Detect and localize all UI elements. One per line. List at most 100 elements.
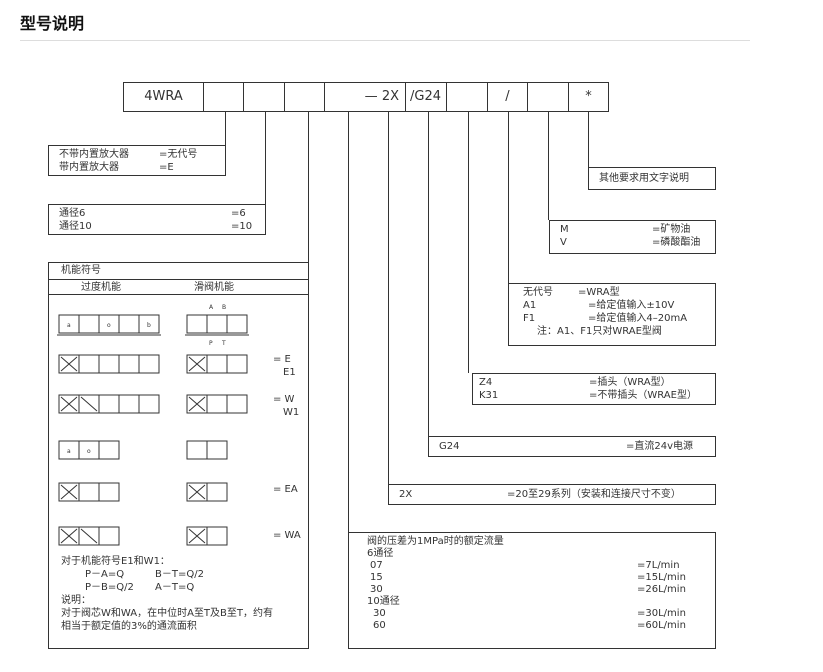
code-cell bbox=[243, 82, 285, 112]
option-value: =WRA型 bbox=[578, 287, 620, 298]
leader-line bbox=[225, 112, 226, 145]
port-label: a bbox=[67, 322, 71, 329]
option-value: =7L/min bbox=[637, 560, 680, 571]
leader-line bbox=[348, 112, 349, 532]
note-line: P－B=Q/2 bbox=[85, 582, 134, 593]
port-label: b bbox=[147, 322, 151, 329]
option-label: F1 bbox=[523, 313, 536, 324]
note-line: 对于机能符号E1和W1： bbox=[61, 556, 170, 567]
transition-symbol bbox=[57, 314, 161, 336]
code-e: = E bbox=[273, 354, 291, 365]
port-label: o bbox=[87, 448, 91, 455]
leader-line bbox=[508, 112, 509, 283]
valve-symbols: a o b A B P T a o bbox=[57, 304, 249, 546]
code-cell bbox=[527, 82, 569, 112]
option-label: G24 bbox=[439, 441, 460, 452]
option-value: =26L/min bbox=[637, 584, 686, 595]
code-2x: — 2X bbox=[364, 82, 406, 112]
option-label: M bbox=[560, 224, 569, 235]
other-box: 其他要求用文字说明 bbox=[588, 167, 716, 190]
option-value: =给定值输入4–20mA bbox=[588, 313, 688, 324]
option-label: 07 bbox=[370, 560, 383, 571]
option-value: =30L/min bbox=[637, 608, 686, 619]
functions-columns: 过度机能 滑阀机能 bbox=[49, 280, 308, 295]
leader-line bbox=[468, 112, 469, 373]
port-label: a bbox=[67, 448, 71, 455]
symbol-wa bbox=[58, 526, 228, 546]
option-value: =10 bbox=[231, 221, 253, 232]
code-2x-text: 2X bbox=[381, 89, 399, 104]
input-box: 无代号 =WRA型 A1 =给定值输入±10V F1 =给定值输入4–20mA 注：A… bbox=[508, 283, 716, 346]
series-box: 2X =20至29系列（安装和连接尺寸不变） bbox=[388, 484, 716, 505]
note-line: 说明： bbox=[61, 595, 91, 606]
function-symbols-box: 机能符号 过度机能 滑阀机能 a o b A B P T a o = E E1 … bbox=[48, 262, 309, 649]
power-box: G24 =直流24v电源 bbox=[428, 436, 716, 457]
code-series: 4WRA bbox=[123, 82, 204, 112]
option-value: =E bbox=[159, 162, 174, 173]
leader-line bbox=[548, 112, 549, 220]
code-e1: E1 bbox=[283, 367, 296, 378]
code-ea: = EA bbox=[273, 484, 298, 495]
symbol-e bbox=[58, 354, 248, 374]
option-value: =直流24v电源 bbox=[625, 441, 693, 452]
leader-line bbox=[265, 112, 266, 204]
code-g24-text: G24 bbox=[414, 89, 441, 104]
note-line: B－T=Q/2 bbox=[155, 569, 204, 580]
port-label: B bbox=[222, 304, 226, 311]
option-label: A1 bbox=[523, 300, 537, 311]
option-value: =20至29系列（安装和连接尺寸不变） bbox=[507, 489, 681, 500]
option-value: =给定值输入±10V bbox=[588, 300, 675, 311]
code-cell bbox=[284, 82, 325, 112]
leader-line bbox=[308, 112, 309, 262]
option-label: K31 bbox=[479, 390, 499, 401]
note-line: P－A=Q bbox=[85, 569, 125, 580]
leader-line bbox=[388, 112, 389, 484]
port-label: A bbox=[209, 304, 214, 311]
leader-line bbox=[428, 112, 429, 436]
option-label: 无代号 bbox=[523, 287, 553, 298]
page-title: 型号说明 bbox=[20, 14, 85, 33]
function-notes: 对于机能符号E1和W1： P－A=Q B－T=Q/2 P－B=Q/2 A－T=Q 说… bbox=[61, 555, 306, 633]
spool-symbol bbox=[185, 314, 249, 336]
amplifier-box: 不带内置放大器=无代号 带内置放大器=E bbox=[48, 145, 226, 176]
option-value: =15L/min bbox=[637, 572, 686, 583]
flow-group: 10通径 bbox=[367, 596, 400, 607]
option-label: 60 bbox=[373, 620, 386, 631]
code-cell bbox=[324, 82, 365, 112]
input-note: 注：A1、F1只对WRAE型阀 bbox=[537, 326, 662, 337]
flow-title: 阀的压差为1MPa时的额定流量 bbox=[367, 536, 504, 547]
option-label: Z4 bbox=[479, 377, 493, 388]
code-other: * bbox=[568, 82, 609, 112]
functions-header: 机能符号 bbox=[49, 263, 308, 280]
option-value: =无代号 bbox=[159, 149, 198, 160]
leader-line bbox=[588, 112, 589, 167]
option-label: 2X bbox=[399, 489, 413, 500]
option-label: 通径10 bbox=[59, 221, 92, 232]
fluid-box: M =矿物油 V =磷酸酯油 bbox=[549, 220, 716, 254]
plug-box: Z4 =插头（WRA型） K31 =不带插头（WRAE型） bbox=[472, 373, 716, 405]
option-value: =矿物油 bbox=[652, 224, 691, 235]
note-line: 对于阀芯W和WA，在中位时A至T及B至T，约有 bbox=[61, 608, 273, 619]
symbol-ea bbox=[58, 482, 228, 502]
option-value: =磷酸酯油 bbox=[652, 237, 701, 248]
symbol-w bbox=[58, 394, 248, 414]
option-label: V bbox=[560, 237, 567, 248]
code-cell bbox=[203, 82, 244, 112]
code-slash: / bbox=[487, 82, 528, 112]
option-label: 30 bbox=[370, 584, 383, 595]
divider bbox=[20, 40, 750, 41]
option-value: =插头（WRA型） bbox=[589, 377, 671, 388]
option-label: 通径6 bbox=[59, 208, 86, 219]
code-wa: = WA bbox=[273, 530, 301, 541]
option-value: =60L/min bbox=[637, 620, 686, 631]
option-label: 30 bbox=[373, 608, 386, 619]
transition-symbol-2 bbox=[58, 440, 228, 460]
code-w: = W bbox=[273, 394, 295, 405]
flow-group: 6通径 bbox=[367, 548, 394, 559]
port-label: o bbox=[107, 322, 111, 329]
option-value: =不带插头（WRAE型） bbox=[589, 390, 697, 401]
note-line: A－T=Q bbox=[155, 582, 195, 593]
port-label: P bbox=[209, 340, 213, 347]
code-w1: W1 bbox=[283, 407, 300, 418]
option-value: =6 bbox=[231, 208, 246, 219]
